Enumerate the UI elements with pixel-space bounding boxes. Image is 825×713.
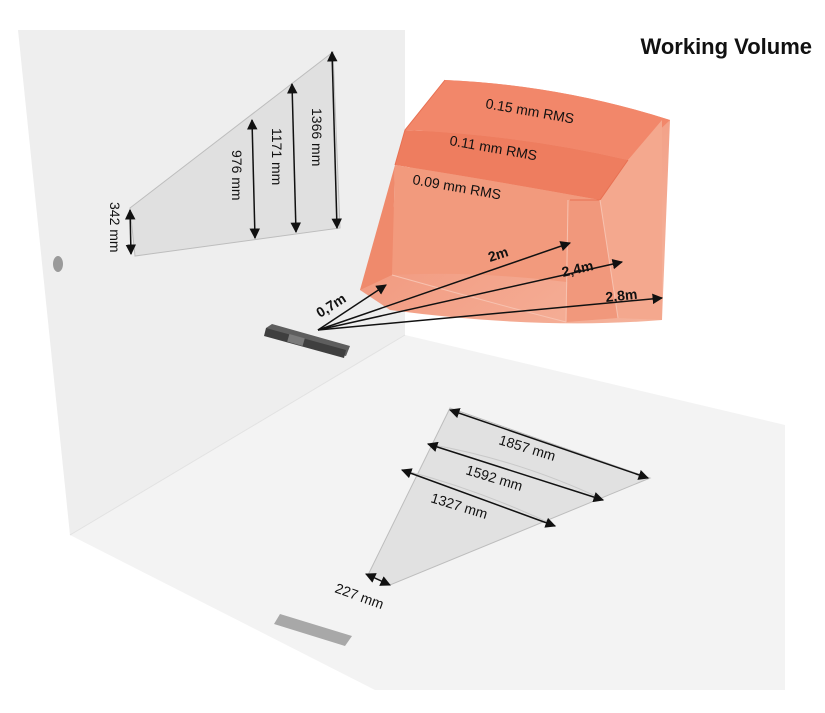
page-title: Working Volume [640,34,812,59]
working-volume [360,79,670,324]
ray-2-8m [317,293,664,331]
sensor-device [264,324,350,358]
floor-mark [274,614,352,646]
wall-dot [53,256,63,272]
wall-dim-342-arrow [124,208,137,256]
wall-dim-976: 976 mm [229,150,245,201]
floor-dim-1327-arrow [401,468,556,528]
distance-2-4m: 2,4m [560,257,595,280]
wall-dim-1171-arrow [287,82,301,234]
distance-2m: 2m [486,243,510,264]
ray-2-4m [317,258,624,331]
wall-dim-1366: 1366 mm [309,108,325,166]
wall-dim-1171: 1171 mm [269,128,285,185]
wall-dim-342: 342 mm [107,202,123,253]
ray-0-7m [317,284,387,331]
floor-dim-227-arrow [365,573,391,586]
ray-2m [317,241,571,331]
wall-dim-976-arrow [246,118,261,240]
distance-2-8m: 2,8m [605,286,638,305]
wall-dim-1366-arrow [327,50,342,230]
